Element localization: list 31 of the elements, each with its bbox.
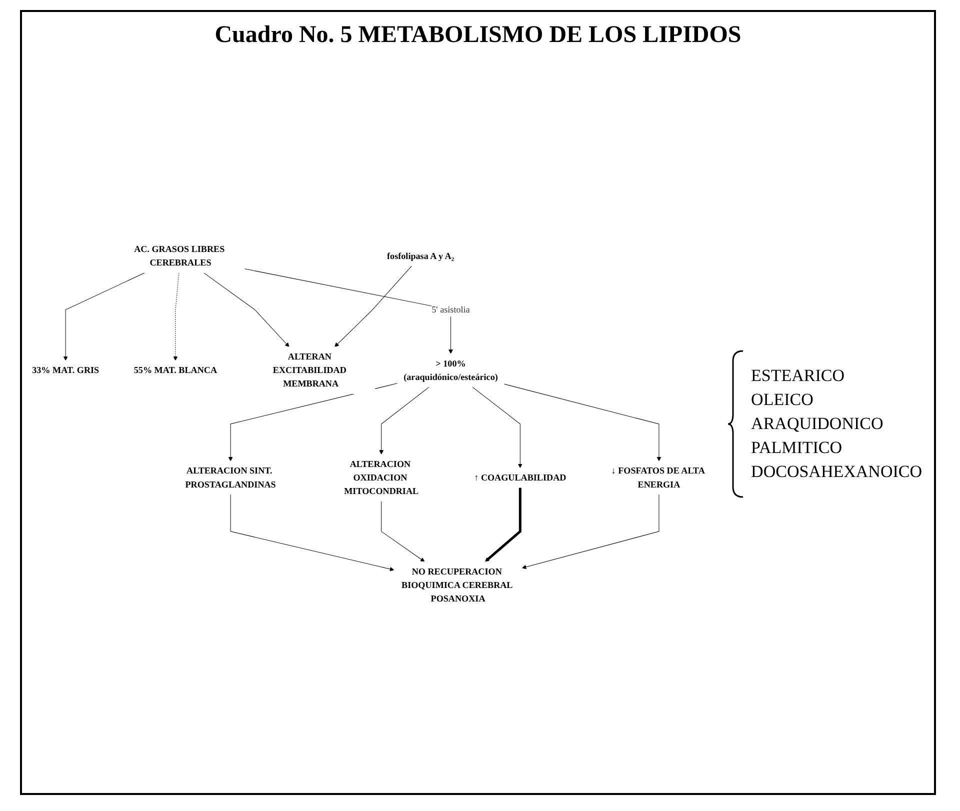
node-text: NO RECUPERACION BIOQUIMICA CEREBRAL POSANOXIA <box>402 566 512 604</box>
arrow <box>334 266 412 348</box>
arrow <box>203 272 290 348</box>
acid-name: DOCOSAHEXANOICO <box>751 461 922 483</box>
node-text: ALTERAN EXCITABILIDAD MEMBRANA <box>272 351 346 389</box>
arrow <box>230 494 394 572</box>
arrow <box>484 488 522 562</box>
arrow <box>472 386 522 468</box>
arrow <box>381 500 425 562</box>
node-text: fosfolipasa A y A₂ <box>387 250 454 261</box>
arrow <box>63 272 146 361</box>
node-text: ALTERACION OXIDACION MITOCONDRIAL <box>344 458 419 496</box>
diagram-title: Cuadro No. 5 METABOLISMO DE LOS LIPIDOS <box>214 22 742 49</box>
arrow <box>228 383 398 462</box>
node-text: AC. GRASOS LIBRES CEREBRALES <box>134 244 225 268</box>
node-text: > 100% (araquidónico/esteárico) <box>404 358 498 382</box>
edge-label: 5' asistolia <box>432 304 470 315</box>
arrow <box>504 384 662 462</box>
node-text: 55% MAT. BLANCA <box>134 365 217 376</box>
node-text: 33% MAT. GRIS <box>32 365 100 376</box>
arrow <box>522 494 660 570</box>
node-text: ↑ COAGULABILIDAD <box>474 472 566 482</box>
acid-name: PALMITICO <box>751 437 844 459</box>
acid-name: OLEICO <box>751 389 814 411</box>
arrow <box>244 268 453 354</box>
arrow <box>379 386 430 454</box>
acid-name: ESTEARICO <box>751 365 846 387</box>
arrow <box>173 272 180 361</box>
node-text: ALTERACION SINT. PROSTAGLANDINAS <box>185 466 276 490</box>
node-text: ↓ FOSFATOS DE ALTA ENERGIA <box>611 466 704 490</box>
acid-name: ARAQUIDONICO <box>751 413 884 435</box>
